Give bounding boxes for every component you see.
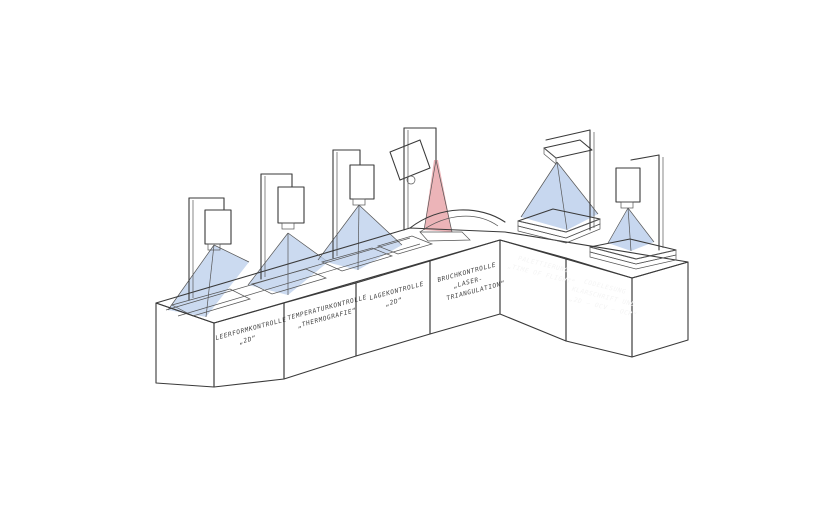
camera-cone-leerform bbox=[167, 244, 250, 318]
station-label-leerform: LEERFORMKONTROLLE „2D“ bbox=[215, 316, 288, 347]
station-label-temperatur: TEMPERATURKONTROLLE „THERMOGRAFIE“ bbox=[287, 294, 368, 330]
station-label-codelesung: CODELESUNG KLARSCHRIFT UND „2D – OCV – O… bbox=[568, 279, 638, 320]
thermal-camera-icon bbox=[277, 186, 305, 224]
laser-sensor-icon bbox=[389, 139, 431, 181]
camera-icon bbox=[615, 167, 641, 203]
laser-plane-bruch bbox=[423, 159, 453, 233]
sensor-mounts bbox=[188, 127, 664, 301]
tof-sensor-icon bbox=[543, 139, 593, 159]
camera-cone-codelesung bbox=[607, 207, 655, 252]
station-label-lage: LAGEKONTROLLE „2D“ bbox=[369, 281, 425, 309]
label-line: „2D“ bbox=[238, 335, 258, 347]
station-label-bruch: BRUCHKONTROLLE „LASER- TRIANGULATION“ bbox=[437, 261, 506, 302]
camera-cone-lage bbox=[317, 204, 403, 271]
camera-cone-palettierung bbox=[520, 161, 599, 231]
camera-icon bbox=[349, 164, 375, 200]
cabinet-fronts bbox=[155, 239, 689, 388]
label-line: „2D“ bbox=[384, 297, 404, 309]
camera-icon bbox=[204, 209, 232, 245]
